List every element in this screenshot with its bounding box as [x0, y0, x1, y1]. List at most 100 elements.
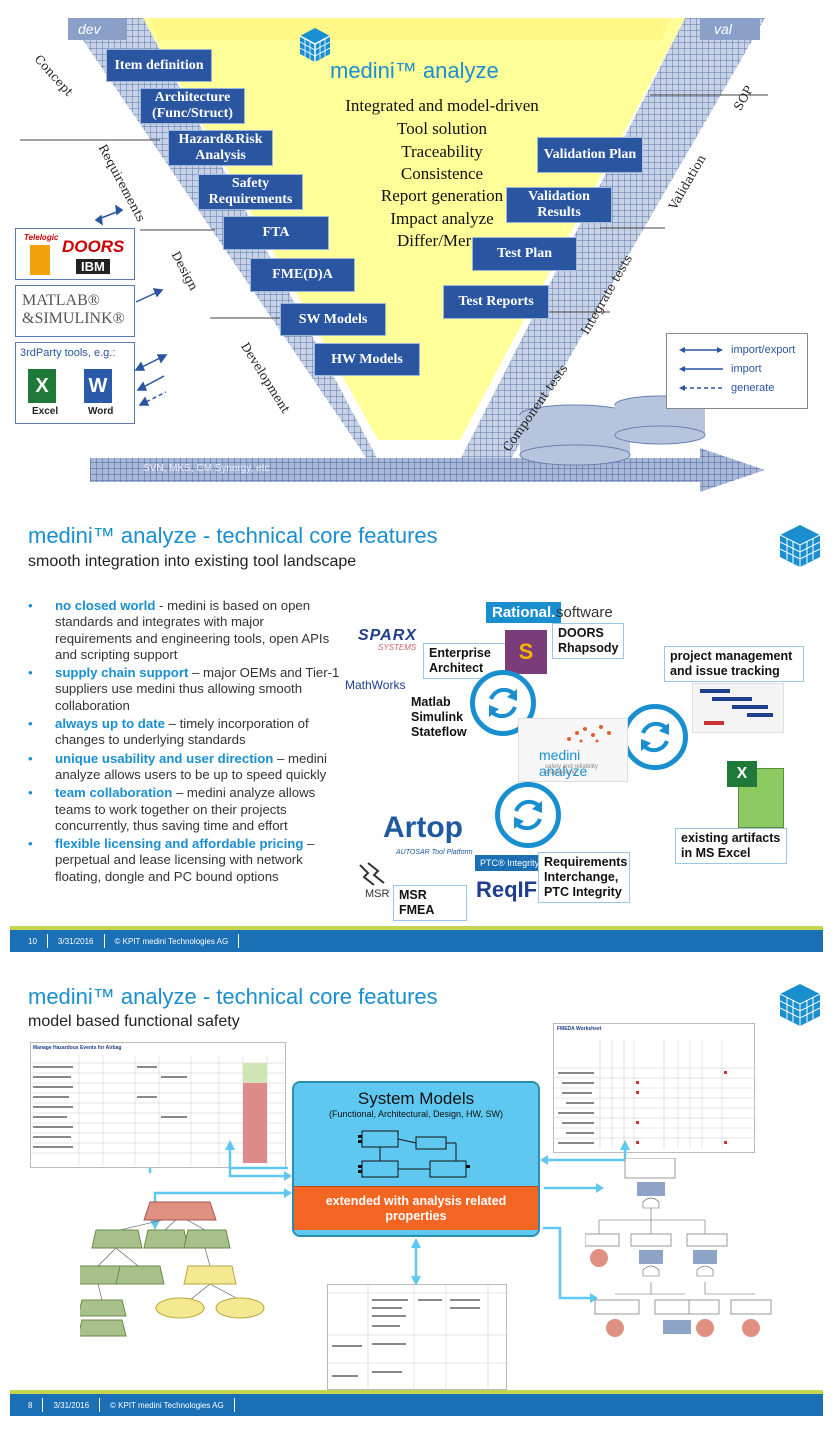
doors-logo: DOORS: [62, 237, 125, 256]
artop-logo: Artop: [383, 811, 463, 844]
requirements-grid: [328, 1285, 508, 1391]
sync-icon: [495, 782, 561, 848]
gantt-chart-icon: [692, 683, 784, 733]
bullet-item: •flexible licensing and affordable prici…: [28, 836, 315, 884]
bullet-keyword: supply chain support: [55, 665, 189, 681]
medini-cube-icon: [780, 984, 820, 1026]
legend: import/export import generate: [666, 333, 808, 409]
page-number: 8: [28, 1400, 33, 1410]
third-party-label: 3rdParty tools, e.g.:: [20, 347, 116, 359]
goal-structure-thumbnail: [80, 1201, 265, 1337]
footer-company: © KPIT medini Technologies AG: [114, 936, 229, 946]
test-reports-box: Test Reports: [443, 285, 549, 319]
sync-icon: [622, 704, 688, 770]
fmeda-worksheet-thumbnail: FMEDA Worksheet: [553, 1023, 756, 1153]
safety-requirements-box: Safety Requirements: [198, 174, 303, 210]
sw-models-box: SW Models: [280, 303, 386, 336]
word-label: Word: [88, 406, 114, 417]
rational-logo: Rational.: [486, 602, 562, 623]
medini-cube-icon: [780, 525, 820, 567]
msr-zigzag-icon: [359, 862, 385, 886]
product-title: medini™ analyze: [330, 58, 499, 83]
hazard-table-thumbnail: Manage Hazardous Events for Airbag: [30, 1042, 287, 1168]
functional-safety-slide: medini™ analyze - technical core feature…: [0, 968, 833, 1429]
validation-plan-box: Validation Plan: [537, 137, 643, 173]
medini-logo-panel: medini analyze safety and reliability en…: [518, 718, 628, 782]
bullet-keyword: unique usability and user direction: [55, 750, 274, 766]
matlab-simulink-label: Matlab Simulink Stateflow: [406, 693, 472, 742]
legend-label: generate: [731, 382, 775, 394]
slide-subtitle: smooth integration into existing tool la…: [28, 553, 357, 570]
medini-logo-sub: safety and reliability engineering: [545, 764, 598, 776]
bullet-text: – timely incorporation of changes to und…: [55, 716, 309, 748]
matlab-tool-box: MATLAB® &SIMULINK®: [15, 285, 135, 337]
excel-icon: X: [727, 761, 757, 787]
medini-logo-text: medini analyze: [539, 747, 588, 779]
legend-label: import: [731, 363, 762, 375]
validation-results-box: Validation Results: [506, 187, 612, 223]
telelogic-logo: Telelogic: [24, 233, 59, 242]
ptc-logo: PTC® Integrity: [475, 855, 545, 871]
slide-footer: 8 3/31/2016 © KPIT medini Technologies A…: [10, 1394, 823, 1416]
doors-tool-box: Telelogic DOORS IBM: [15, 228, 135, 280]
bullet-item: •no closed world - medini is based on op…: [28, 598, 330, 662]
legend-label: import/export: [731, 344, 796, 356]
enterprise-architect-label: Enterprise Architect: [423, 643, 513, 679]
bullet-keyword: flexible licensing and affordable pricin…: [55, 836, 304, 852]
bullet-keyword: no closed world: [55, 598, 156, 613]
msr-fmea-label: MSR FMEA: [393, 885, 467, 921]
requirements-table-thumbnail: [327, 1284, 508, 1391]
page-number: 10: [28, 936, 37, 946]
integration-slide: medini™ analyze - technical core feature…: [0, 505, 833, 955]
system-models-panel: System Models (Functional, Architectural…: [292, 1081, 540, 1237]
bullet-text: – major OEMs and Tier-1 suppliers use me…: [55, 665, 340, 713]
artop-sub: AUTOSAR Tool Platform: [396, 849, 473, 856]
slide-subtitle: model based functional safety: [28, 1013, 240, 1030]
bullet-text: – medini analyze allows teams to work to…: [55, 785, 316, 833]
extended-properties-band: extended with analysis related propertie…: [294, 1186, 538, 1230]
feature-item: Tool solution: [397, 119, 487, 138]
test-plan-box: Test Plan: [472, 237, 577, 271]
double-arrow-icon: [679, 347, 723, 353]
legend-import: import: [679, 363, 807, 375]
legend-generate: generate: [679, 382, 807, 394]
legend-import-export: import/export: [679, 344, 807, 356]
footer-date: 3/31/2016: [53, 1400, 90, 1410]
fmeda-grid: [554, 1040, 756, 1148]
requirements-interchange-label: Requirements Interchange, PTC Integrity: [538, 852, 630, 903]
feature-item: Differ/Merge: [396, 231, 487, 250]
doors-rhapsody-label: DOORS Rhapsody: [552, 623, 624, 659]
footer-accent: [10, 926, 823, 930]
bullet-text: – perpetual and lease licensing with net…: [55, 836, 315, 884]
footer-accent: [10, 1390, 823, 1394]
slide-title: medini™ analyze - technical core feature…: [28, 523, 438, 548]
excel-stack-icon: X: [727, 761, 784, 828]
dot-cloud-icon: [567, 725, 611, 743]
sync-icon: [470, 670, 536, 736]
hw-models-box: HW Models: [314, 343, 420, 376]
footer-date: 3/31/2016: [57, 936, 94, 946]
project-management-label: project management and issue tracking: [664, 646, 804, 682]
word-icon: W: [84, 369, 112, 403]
slide-footer: 10 3/31/2016 © KPIT medini Technologies …: [10, 930, 823, 952]
sparx-sub: SYSTEMS: [378, 643, 417, 652]
dev-label: dev: [78, 21, 101, 37]
bullet-item: •team collaboration – medini analyze all…: [28, 785, 316, 833]
bullet-text: - medini is based on open standards and …: [55, 598, 330, 662]
hazard-table-grid: [31, 1055, 287, 1165]
feature-item: Integrated and model-driven: [345, 96, 539, 115]
third-party-tool-box: 3rdParty tools, e.g.: X W Excel Word: [15, 342, 135, 424]
bullet-keyword: team collaboration: [55, 785, 173, 801]
feature-bullets: •no closed world - medini is based on op…: [28, 598, 343, 887]
reqif-logo: ReqIF: [476, 877, 538, 902]
bullet-text: – medini analyze allows users to be up t…: [55, 750, 327, 782]
dashed-arrow-icon: [679, 385, 723, 391]
software-label: software: [556, 604, 613, 621]
matlab-logo: MATLAB® &SIMULINK®: [22, 292, 125, 327]
sparx-logo: SPARX: [358, 627, 417, 644]
slide-title: medini™ analyze - technical core feature…: [28, 984, 438, 1009]
val-label: val: [714, 21, 732, 37]
hazard-table-title: Manage Hazardous Events for Airbag: [33, 1045, 122, 1051]
system-models-subtitle: (Functional, Architectural, Design, HW, …: [328, 1109, 504, 1119]
bullet-item: •unique usability and user direction – m…: [28, 750, 327, 782]
